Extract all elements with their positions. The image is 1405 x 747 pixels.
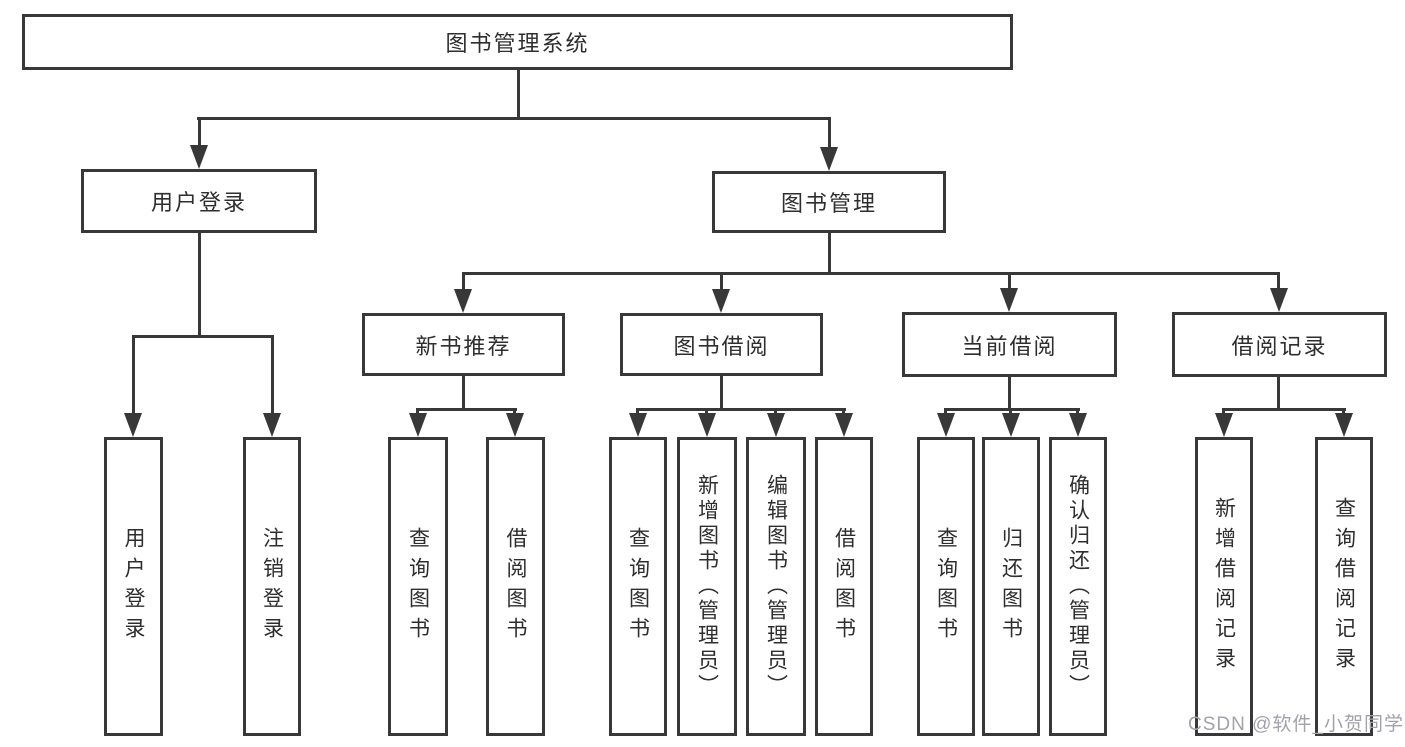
- connector-drop-borrow-books-new: [513, 408, 516, 416]
- leaf-confirm-return-admin: 确认归还（管理员）: [1049, 437, 1107, 736]
- leaf-edit-books-admin: 编辑图书（管理员）: [746, 437, 806, 736]
- node-current-borrow-label: 当前借阅: [961, 333, 1058, 359]
- node-user-login: 用户登录: [81, 169, 317, 233]
- node-book-mgmt-label: 图书管理: [780, 191, 877, 216]
- leaf-user-login-label: 用户登录: [122, 526, 145, 647]
- arrowhead-to-add-record: [1215, 413, 1233, 437]
- csdn-watermark: CSDN @软件_小贺同学: [1188, 714, 1404, 735]
- connector-drop-search-books-new: [416, 408, 419, 416]
- arrowhead-to-search-books-current: [937, 413, 955, 437]
- leaf-search-books-new-label: 查询图书: [406, 526, 430, 647]
- connector-drop-borrow-records: [1277, 272, 1280, 288]
- node-borrow-records-label: 借阅记录: [1231, 333, 1328, 359]
- leaf-confirm-return-admin-label: 确认归还（管理员）: [1066, 474, 1090, 699]
- leaf-edit-books-admin-label: 编辑图书（管理员）: [764, 474, 788, 699]
- connector-drop-new-books: [462, 272, 465, 289]
- connector-drop-return-books: [1009, 408, 1012, 416]
- arrowhead-to-search-books-borrow: [629, 413, 647, 437]
- leaf-user-login: 用户登录: [104, 437, 163, 736]
- connector-book-mgmt-stem: [828, 233, 831, 275]
- arrowhead-to-user-login: [190, 145, 208, 169]
- arrowhead-to-book-borrow: [712, 289, 730, 313]
- leaf-add-borrow-record-label: 新增借阅记录: [1212, 496, 1236, 677]
- arrowhead-to-return-books: [1002, 413, 1020, 437]
- connector-new-books-stem: [462, 376, 465, 410]
- connector-new-books-hbar: [416, 408, 517, 411]
- arrowhead-to-leaf-logout: [263, 413, 281, 437]
- arrowhead-to-search-record: [1335, 413, 1353, 437]
- connector-drop-search-books-current: [944, 408, 947, 416]
- leaf-borrow-books-new: 借阅图书: [486, 437, 545, 736]
- connector-user-login-hbar: [132, 335, 274, 338]
- connector-drop-borrow-books: [842, 408, 845, 416]
- arrowhead-to-book-mgmt: [820, 147, 838, 171]
- connector-book-mgmt-hbar: [462, 272, 1280, 275]
- connector-drop-confirm-return: [1076, 408, 1079, 416]
- leaf-search-books-current: 查询图书: [917, 437, 975, 736]
- arrowhead-to-borrow-books-new: [506, 413, 524, 437]
- arrowhead-to-current-borrow: [1000, 288, 1018, 312]
- node-current-borrow: 当前借阅: [902, 312, 1117, 377]
- connector-root-hbar: [197, 117, 831, 120]
- connector-drop-leaf-logout: [271, 335, 274, 413]
- arrowhead-to-edit-books: [767, 413, 785, 437]
- leaf-borrow-books: 借阅图书: [815, 437, 873, 736]
- connector-current-borrow-stem: [1008, 377, 1011, 410]
- leaf-search-books-borrow-label: 查询图书: [626, 526, 650, 647]
- node-root-label: 图书管理系统: [445, 31, 590, 56]
- arrowhead-to-confirm-return: [1069, 413, 1087, 437]
- arrowhead-to-search-books-new: [409, 413, 427, 437]
- leaf-logout-login-label: 注销登录: [260, 526, 284, 647]
- connector-borrow-records-stem: [1277, 377, 1280, 410]
- arrowhead-to-leaf-user-login: [124, 413, 142, 437]
- node-book-borrow: 图书借阅: [620, 313, 823, 376]
- connector-drop-book-mgmt: [828, 117, 831, 149]
- connector-drop-user-login: [198, 117, 201, 147]
- leaf-search-books-current-label: 查询图书: [934, 526, 958, 647]
- connector-user-login-stem: [198, 233, 201, 338]
- leaf-add-books-admin: 新增图书（管理员）: [677, 437, 737, 736]
- leaf-return-books-label: 归还图书: [999, 526, 1023, 647]
- connector-book-borrow-stem: [720, 376, 723, 410]
- connector-drop-search-record: [1342, 408, 1345, 416]
- connector-drop-add-books: [705, 408, 708, 416]
- leaf-return-books: 归还图书: [982, 437, 1040, 736]
- node-new-books: 新书推荐: [362, 313, 565, 376]
- connector-borrow-records-hbar: [1222, 408, 1346, 411]
- node-borrow-records: 借阅记录: [1172, 312, 1387, 377]
- leaf-search-borrow-record: 查询借阅记录: [1315, 437, 1373, 736]
- arrowhead-to-new-books: [454, 289, 472, 313]
- node-user-login-label: 用户登录: [150, 190, 247, 215]
- leaf-logout-login: 注销登录: [243, 437, 301, 736]
- leaf-borrow-books-new-label: 借阅图书: [504, 526, 527, 647]
- connector-drop-leaf-user-login: [132, 335, 135, 413]
- leaf-search-borrow-record-label: 查询借阅记录: [1332, 496, 1356, 677]
- connector-current-borrow-hbar: [944, 408, 1080, 411]
- arrowhead-to-borrow-books: [835, 413, 853, 437]
- node-root-library-system: 图书管理系统: [22, 14, 1013, 70]
- connector-book-borrow-hbar: [636, 408, 846, 411]
- connector-drop-add-record: [1222, 408, 1225, 416]
- connector-drop-book-borrow: [720, 272, 723, 289]
- arrowhead-to-borrow-records: [1270, 288, 1288, 312]
- node-new-books-label: 新书推荐: [415, 333, 512, 359]
- node-book-borrow-label: 图书借阅: [673, 333, 770, 359]
- connector-root-stem: [517, 70, 520, 120]
- leaf-add-borrow-record: 新增借阅记录: [1195, 437, 1253, 736]
- node-book-mgmt: 图书管理: [712, 171, 946, 233]
- connector-drop-search-books-borrow: [636, 408, 639, 416]
- leaf-borrow-books-label: 借阅图书: [832, 526, 856, 647]
- leaf-search-books-borrow: 查询图书: [609, 437, 667, 736]
- connector-drop-current-borrow: [1008, 272, 1011, 288]
- leaf-search-books-new: 查询图书: [388, 437, 448, 736]
- leaf-add-books-admin-label: 新增图书（管理员）: [695, 474, 719, 699]
- connector-drop-edit-books: [774, 408, 777, 416]
- arrowhead-to-add-books: [698, 413, 716, 437]
